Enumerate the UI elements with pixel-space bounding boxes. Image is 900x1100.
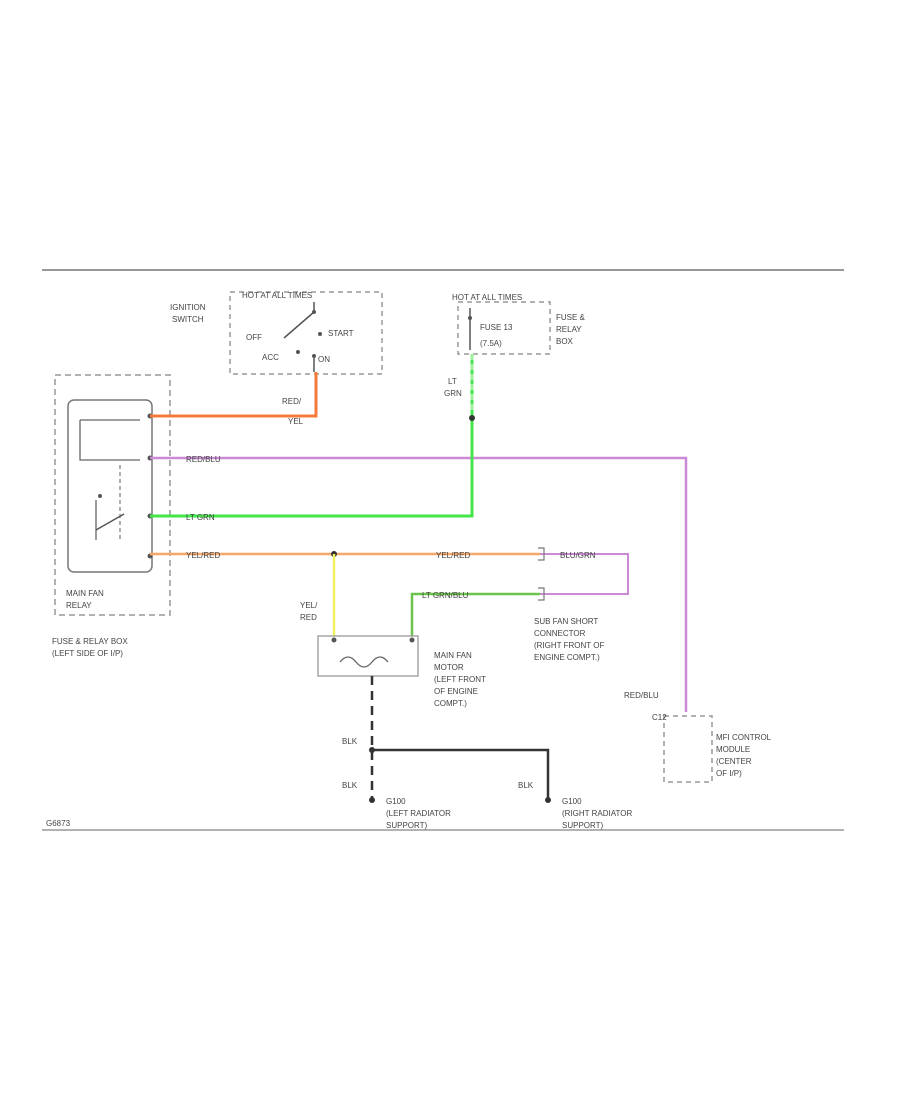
- fuse-label-2: (7.5A): [480, 339, 502, 348]
- wire-red-blu: [150, 456, 688, 712]
- wire-yel-red-v-label-1: YEL/: [300, 601, 318, 610]
- ground-left: G100 (LEFT RADIATOR SUPPORT): [369, 797, 451, 830]
- wire-lt-grn-v-label-1: LT: [448, 377, 457, 386]
- ecm-pin-label: C12: [652, 713, 667, 722]
- fuse-box-label-2: RELAY: [556, 325, 582, 334]
- short-conn-label-4: ENGINE COMPT.): [534, 653, 600, 662]
- ground-left-label-1: G100: [386, 797, 406, 806]
- wire-red-blu-v-label: RED/BLU: [624, 691, 659, 700]
- fan-motor-label-4: OF ENGINE: [434, 687, 478, 696]
- fan-motor-label-1: MAIN FAN: [434, 651, 472, 660]
- fan-motor-label-2: MOTOR: [434, 663, 464, 672]
- ecm-label-1: MFI CONTROL: [716, 733, 772, 742]
- wire-red-yel-label-2: YEL: [288, 417, 304, 426]
- relay-label-1: MAIN FAN: [66, 589, 104, 598]
- wire-yel-red-label-1: YEL/RED: [186, 551, 220, 560]
- ground-left-label-2: (LEFT RADIATOR: [386, 809, 451, 818]
- short-conn-label-1: SUB FAN SHORT: [534, 617, 598, 626]
- ignition-switch: HOT AT ALL TIMES IGNITION SWITCH OFF STA…: [170, 291, 383, 375]
- ground-left-label-3: SUPPORT): [386, 821, 428, 830]
- main-fan-motor: MAIN FAN MOTOR (LEFT FRONT OF ENGINE COM…: [317, 635, 486, 708]
- ign-off-label: OFF: [246, 333, 262, 342]
- ignition-switch-label-2: SWITCH: [172, 315, 204, 324]
- wire-blk2-label: BLK: [342, 781, 358, 790]
- wire-yel-red-label-2: YEL/RED: [436, 551, 470, 560]
- sub-fan-short-connector: BLU/GRN SUB FAN SHORT CONNECTOR (RIGHT F…: [534, 547, 629, 662]
- fuse-box-label-1: FUSE &: [556, 313, 586, 322]
- ground-right-label-3: SUPPORT): [562, 821, 604, 830]
- wire-blu-grn: [410, 592, 540, 636]
- wire-blu-grn-label: LT GRN/BLU: [422, 591, 469, 600]
- short-conn-label-3: (RIGHT FRONT OF: [534, 641, 604, 650]
- relay-box-label-1: FUSE & RELAY BOX: [52, 637, 128, 646]
- wire-blu-grn-top-label: BLU/GRN: [560, 551, 596, 560]
- diagram-id: G6873: [46, 819, 71, 828]
- ground-right-label-1: G100: [562, 797, 582, 806]
- short-conn-label-2: CONNECTOR: [534, 629, 586, 638]
- hot-run-title: HOT AT ALL TIMES: [452, 293, 522, 302]
- fuse-label-1: FUSE 13: [480, 323, 513, 332]
- ign-acc-label: ACC: [262, 353, 279, 362]
- splice-lt-grn: [469, 415, 475, 421]
- main-fan-relay: MAIN FAN RELAY FUSE & RELAY BOX (LEFT SI…: [52, 374, 171, 658]
- ecm-label-3: (CENTER: [716, 757, 752, 766]
- wire-yel-red-v-label-2: RED: [300, 613, 317, 622]
- fan-motor-label-5: COMPT.): [434, 699, 467, 708]
- ignition-title: HOT AT ALL TIMES: [242, 291, 312, 300]
- ecm-label-4: OF I/P): [716, 769, 742, 778]
- wire-red-yel-label-1: RED/: [282, 397, 302, 406]
- mfi-control-module: RED/BLU C12 MFI CONTROL MODULE (CENTER O…: [624, 691, 772, 783]
- ign-start-label: START: [328, 329, 354, 338]
- ign-on-label: ON: [318, 355, 330, 364]
- wire-blk3-label: BLK: [518, 781, 534, 790]
- ground-right-label-2: (RIGHT RADIATOR: [562, 809, 632, 818]
- wire-red-blu-label: RED/BLU: [186, 455, 221, 464]
- wire-blk-right: [372, 748, 550, 800]
- fan-motor-label-3: (LEFT FRONT: [434, 675, 486, 684]
- fuse-13: HOT AT ALL TIMES FUSE 13 (7.5A) FUSE & R…: [452, 293, 586, 355]
- ground-right: G100 (RIGHT RADIATOR SUPPORT): [545, 797, 632, 830]
- wire-lt-grn-v-label-2: GRN: [444, 389, 462, 398]
- wire-lt-grn-label: LT GRN: [186, 513, 215, 522]
- wire-lt-grn: [150, 354, 474, 518]
- ecm-label-2: MODULE: [716, 745, 750, 754]
- wire-blk1-label: BLK: [342, 737, 358, 746]
- relay-box-label-2: (LEFT SIDE OF I/P): [52, 649, 123, 658]
- ignition-switch-label-1: IGNITION: [170, 303, 206, 312]
- relay-label-2: RELAY: [66, 601, 92, 610]
- fuse-box-label-3: BOX: [556, 337, 574, 346]
- wire-red-yel: [150, 372, 318, 418]
